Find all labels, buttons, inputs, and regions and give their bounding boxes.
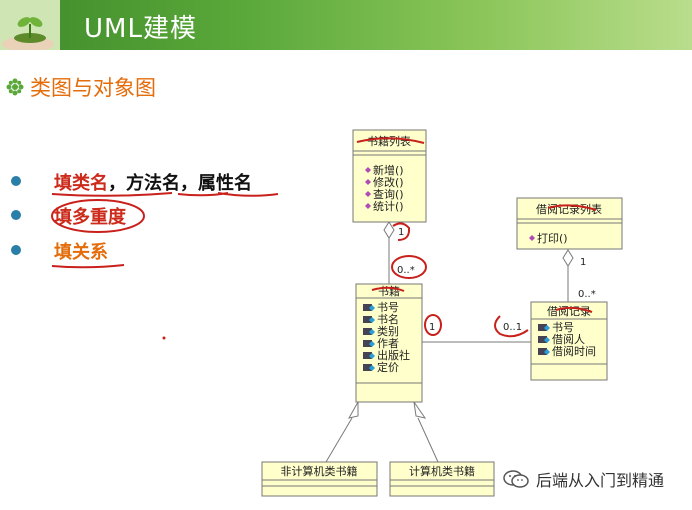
generalization-triangle — [349, 402, 358, 418]
annotation-circle — [52, 200, 144, 232]
attribute-label: 出版社 — [377, 348, 410, 362]
attribute-label: 定价 — [377, 360, 399, 374]
annotation-underline — [52, 265, 124, 267]
multiplicity-label: 0..* — [578, 289, 596, 300]
class-name: 书籍列表 — [367, 134, 411, 148]
method-label: 新增() — [373, 163, 404, 177]
class-name: 书籍 — [378, 284, 400, 298]
aggregation-diamond — [563, 250, 573, 266]
multiplicity-label: 0..* — [397, 265, 415, 276]
attribute-label: 类别 — [377, 324, 399, 338]
attribute-label: 借阅时间 — [552, 345, 596, 358]
class-computer-books: 计算机类书籍 — [390, 462, 494, 496]
class-book-list: 书籍列表 新增() 修改() 查询() 统计() — [353, 130, 426, 222]
watermark-text: 后端从入门到精通 — [536, 467, 664, 491]
class-book: 书籍 书号 书名 类别 作者 出版社 定价 — [356, 284, 422, 402]
multiplicity-label: 1 — [580, 257, 586, 268]
aggregation-diamond — [384, 222, 394, 238]
attribute-label: 书名 — [377, 312, 399, 326]
wechat-icon — [502, 469, 530, 489]
multiplicity-label: 1 — [398, 227, 404, 238]
generalization-line — [418, 418, 438, 462]
class-borrow-record: 借阅记录 书号 借阅人 借阅时间 — [531, 302, 607, 380]
annotation-underline — [52, 193, 278, 196]
generalization-triangle — [414, 402, 425, 418]
generalization-line — [326, 418, 352, 462]
class-name: 计算机类书籍 — [409, 464, 475, 478]
multiplicity-label: 0..1 — [503, 322, 522, 333]
method-label: 统计() — [373, 200, 404, 213]
method-label: 查询() — [373, 187, 404, 201]
class-noncomputer-books: 非计算机类书籍 — [262, 462, 377, 496]
method-label: 修改() — [373, 175, 404, 189]
class-name: 非计算机类书籍 — [281, 464, 358, 478]
watermark: 后端从入门到精通 — [502, 467, 664, 491]
method-label: 打印() — [537, 231, 568, 245]
multiplicity-label: 1 — [429, 322, 435, 333]
stray-dot — [163, 337, 166, 340]
